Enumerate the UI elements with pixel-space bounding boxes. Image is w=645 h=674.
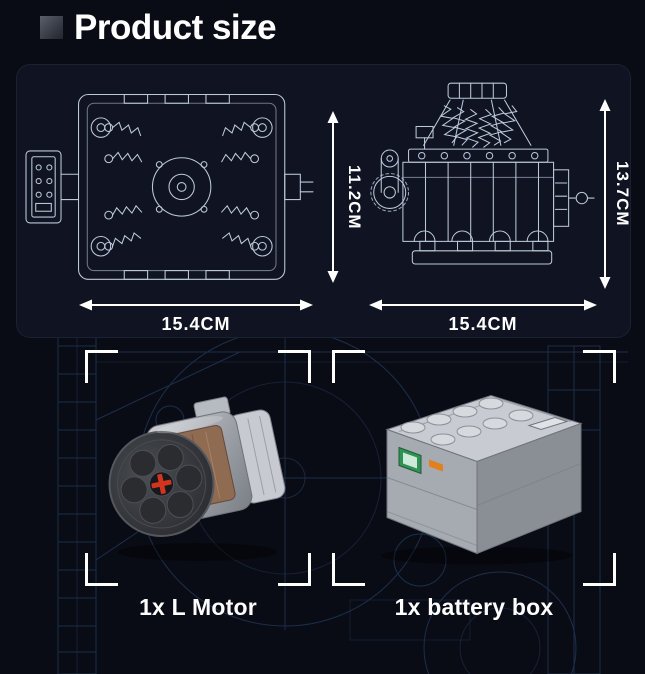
motor-caption: 1x L Motor bbox=[139, 594, 257, 620]
top-view-width-arrow bbox=[79, 299, 313, 311]
engine-top-view-drawing bbox=[25, 93, 314, 280]
frame-corner-bottom-left bbox=[85, 553, 118, 586]
engine-side-view-lines bbox=[370, 82, 595, 265]
engine-top-view-lines bbox=[25, 93, 314, 280]
frame-corner-top-right bbox=[583, 350, 616, 383]
frame-corner-bottom-right bbox=[278, 553, 311, 586]
battery-orange-indicator bbox=[429, 459, 443, 472]
engine-side-view-drawing bbox=[370, 82, 595, 265]
frame-corner-bottom-right bbox=[583, 553, 616, 586]
battery-box-illustration bbox=[381, 394, 583, 565]
l-motor-illustration bbox=[108, 396, 286, 561]
side-view-width-label: 15.4CM bbox=[448, 314, 518, 334]
motor-body-group bbox=[108, 396, 286, 537]
top-view-height-arrow bbox=[327, 111, 339, 283]
side-view-height-arrow bbox=[599, 99, 611, 289]
title-flag-icon bbox=[40, 16, 63, 39]
size-panel: 11.2CM 15.4CM bbox=[16, 64, 632, 338]
battery-photo-frame bbox=[332, 350, 616, 586]
top-view-width-label: 15.4CM bbox=[161, 314, 231, 334]
battery-studs bbox=[400, 397, 534, 446]
side-view-height-label: 13.7CM bbox=[613, 161, 632, 227]
axle-cross-icon bbox=[151, 473, 172, 495]
page-title: Product size bbox=[74, 8, 277, 47]
frame-corner-bottom-left bbox=[332, 553, 365, 586]
top-view-height-label: 11.2CM bbox=[345, 164, 364, 230]
frame-corner-top-left bbox=[85, 350, 118, 383]
frame-corner-top-left bbox=[332, 350, 365, 383]
header: Product size bbox=[40, 8, 277, 47]
battery-box-group bbox=[385, 394, 583, 555]
battery-caption: 1x battery box bbox=[394, 594, 554, 620]
side-view-width-arrow bbox=[369, 299, 597, 311]
frame-corner-top-right bbox=[278, 350, 311, 383]
battery-shadow bbox=[381, 546, 573, 565]
motor-photo-frame bbox=[85, 350, 311, 586]
motor-shadow bbox=[118, 543, 278, 561]
